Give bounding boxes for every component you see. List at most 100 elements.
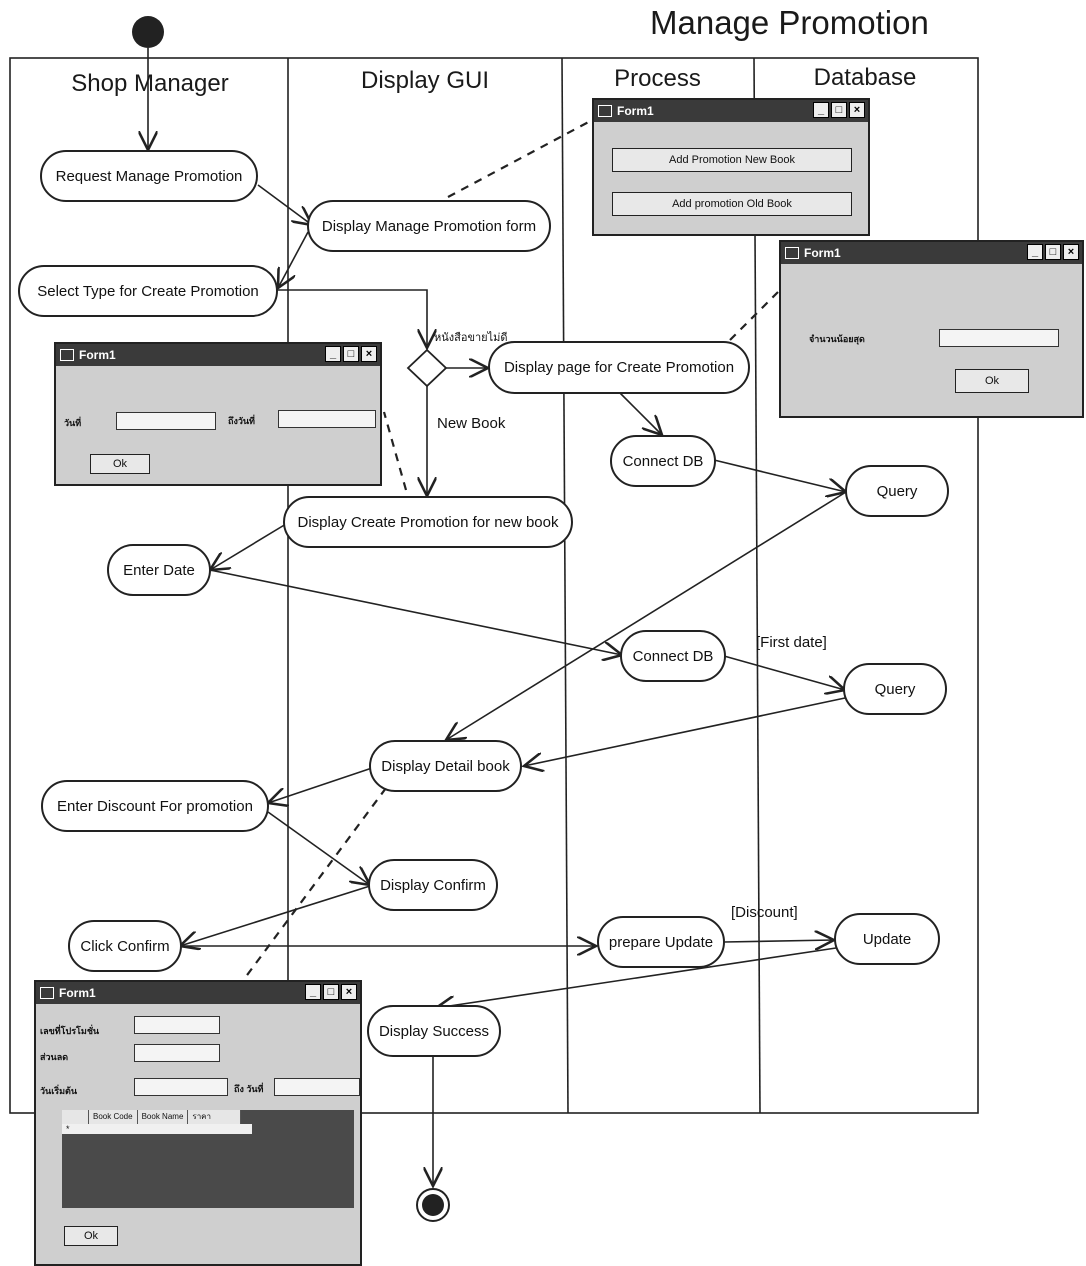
end-date-field[interactable] [274, 1078, 360, 1096]
promotion-no-label: เลขที่โปรโมชั่น [40, 1026, 100, 1036]
min-qty-label: จำนวนน้อยสุด [809, 334, 865, 344]
grid-header: Book Code Book Name ราคา [62, 1110, 242, 1124]
maximize-icon[interactable]: □ [343, 346, 359, 362]
flow-enterdiscount-confirm [267, 811, 370, 885]
activity-display-success: Display Success [367, 1005, 501, 1057]
ok-button[interactable]: Ok [64, 1226, 118, 1246]
minimize-icon[interactable]: _ [1027, 244, 1043, 260]
flow-request-display-form [257, 184, 312, 225]
start-date-field[interactable] [134, 1078, 228, 1096]
guard-old-book: หนังสือขายไม่ดี [434, 332, 508, 344]
to-date-field[interactable] [278, 410, 376, 428]
close-icon[interactable]: × [1063, 244, 1079, 260]
lane-shop-manager: Shop Manager [71, 70, 229, 97]
form-icon [598, 105, 612, 117]
end-date-label: ถึง วันที่ [234, 1084, 264, 1094]
dash-form-date [382, 411, 408, 491]
flow-create-enterdate [210, 523, 287, 570]
activity-display-manage-promotion-form: Display Manage Promotion form [307, 200, 551, 252]
window-form-type: Form1 _□× Add Promotion New Book Add pro… [592, 98, 870, 236]
ok-button[interactable]: Ok [90, 454, 150, 474]
flow-enterdate-connect [209, 569, 622, 655]
activity-display-detail-book: Display Detail book [369, 740, 522, 792]
window-titlebar: Form1 _□× [56, 344, 380, 366]
window-titlebar: Form1 _□× [781, 242, 1082, 264]
flow-select-decision [277, 289, 427, 348]
final-node-inner [422, 1194, 444, 1216]
activity-connect-db-1: Connect DB [610, 435, 716, 487]
date-label: วันที่ [64, 418, 82, 428]
activity-update: Update [834, 913, 940, 965]
window-form-date: Form1 _□× วันที่ ถึงวันที่ Ok [54, 342, 382, 486]
guard-new-book: New Book [437, 415, 506, 432]
final-node-outer [416, 1188, 450, 1222]
flow-display-form-select [278, 231, 309, 288]
guard-first-date: [First date] [756, 634, 827, 651]
flow-page-connect [619, 392, 662, 435]
activity-connect-db-2: Connect DB [620, 630, 726, 682]
flow-query-detail [446, 491, 847, 740]
flow-confirm-clickconfirm [180, 885, 371, 946]
activity-display-create-promotion-new-book: Display Create Promotion for new book [283, 496, 573, 548]
minimize-icon[interactable]: _ [305, 984, 321, 1000]
activity-click-confirm: Click Confirm [68, 920, 182, 972]
guard-discount: [Discount] [731, 904, 798, 921]
activity-prepare-update: prepare Update [597, 916, 725, 968]
close-icon[interactable]: × [341, 984, 357, 1000]
activity-select-type: Select Type for Create Promotion [18, 265, 278, 317]
minimize-icon[interactable]: _ [325, 346, 341, 362]
promotion-no-field[interactable] [134, 1016, 220, 1034]
maximize-icon[interactable]: □ [1045, 244, 1061, 260]
flow-query2-detail [524, 697, 846, 766]
min-qty-field[interactable] [939, 329, 1059, 347]
activity-query-1: Query [845, 465, 949, 517]
activity-enter-date: Enter Date [107, 544, 211, 596]
lane-database: Database [813, 64, 917, 91]
book-grid[interactable]: Book Code Book Name ราคา * [62, 1110, 354, 1208]
minimize-icon[interactable]: _ [813, 102, 829, 118]
window-titlebar: Form1 _□× [594, 100, 868, 122]
grid-new-row[interactable]: * [62, 1124, 252, 1134]
dash-form-qty [729, 291, 779, 341]
ok-button[interactable]: Ok [955, 369, 1029, 393]
close-icon[interactable]: × [361, 346, 377, 362]
maximize-icon[interactable]: □ [831, 102, 847, 118]
flow-connect-query [713, 459, 846, 492]
maximize-icon[interactable]: □ [323, 984, 339, 1000]
date-field[interactable] [116, 412, 216, 430]
col-book-name[interactable]: Book Name [138, 1110, 189, 1124]
flow-detail-enterdiscount [268, 767, 373, 803]
form-icon [785, 247, 799, 259]
swimlane-frame [9, 57, 979, 1114]
discount-label: ส่วนลด [40, 1052, 69, 1062]
dash-form-detail [235, 787, 387, 991]
close-icon[interactable]: × [849, 102, 865, 118]
decision-node [406, 348, 448, 388]
activity-enter-discount: Enter Discount For promotion [41, 780, 269, 832]
lane-process: Process [614, 65, 701, 92]
activity-request-manage-promotion: Request Manage Promotion [40, 150, 258, 202]
window-form-min-qty: Form1 _□× จำนวนน้อยสุด Ok [779, 240, 1084, 418]
form-icon [40, 987, 54, 999]
lane-divider-2 [561, 57, 569, 1114]
lane-display-gui: Display GUI [360, 67, 490, 94]
col-book-code[interactable]: Book Code [89, 1110, 138, 1124]
add-promotion-new-book-button[interactable]: Add Promotion New Book [612, 148, 852, 172]
add-promotion-old-book-button[interactable]: Add promotion Old Book [612, 192, 852, 216]
activity-display-confirm: Display Confirm [368, 859, 498, 911]
form-icon [60, 349, 74, 361]
col-price[interactable]: ราคา [188, 1110, 242, 1124]
window-form-detail: Form1 _□× เลขที่โปรโมชั่น ส่วนลด วันเริ่… [34, 980, 362, 1266]
flow-prepare-update [723, 940, 834, 942]
flow-update-success [436, 947, 837, 1008]
discount-field[interactable] [134, 1044, 220, 1062]
dash-form-type [447, 117, 597, 198]
to-date-label: ถึงวันที่ [228, 416, 255, 426]
activity-display-page-create-promotion: Display page for Create Promotion [488, 341, 750, 394]
window-titlebar: Form1 _□× [36, 982, 360, 1004]
initial-node [132, 16, 164, 48]
activity-query-2: Query [843, 663, 947, 715]
flow-connect-query2 [723, 655, 845, 690]
diagram-title: Manage Promotion [650, 4, 929, 41]
